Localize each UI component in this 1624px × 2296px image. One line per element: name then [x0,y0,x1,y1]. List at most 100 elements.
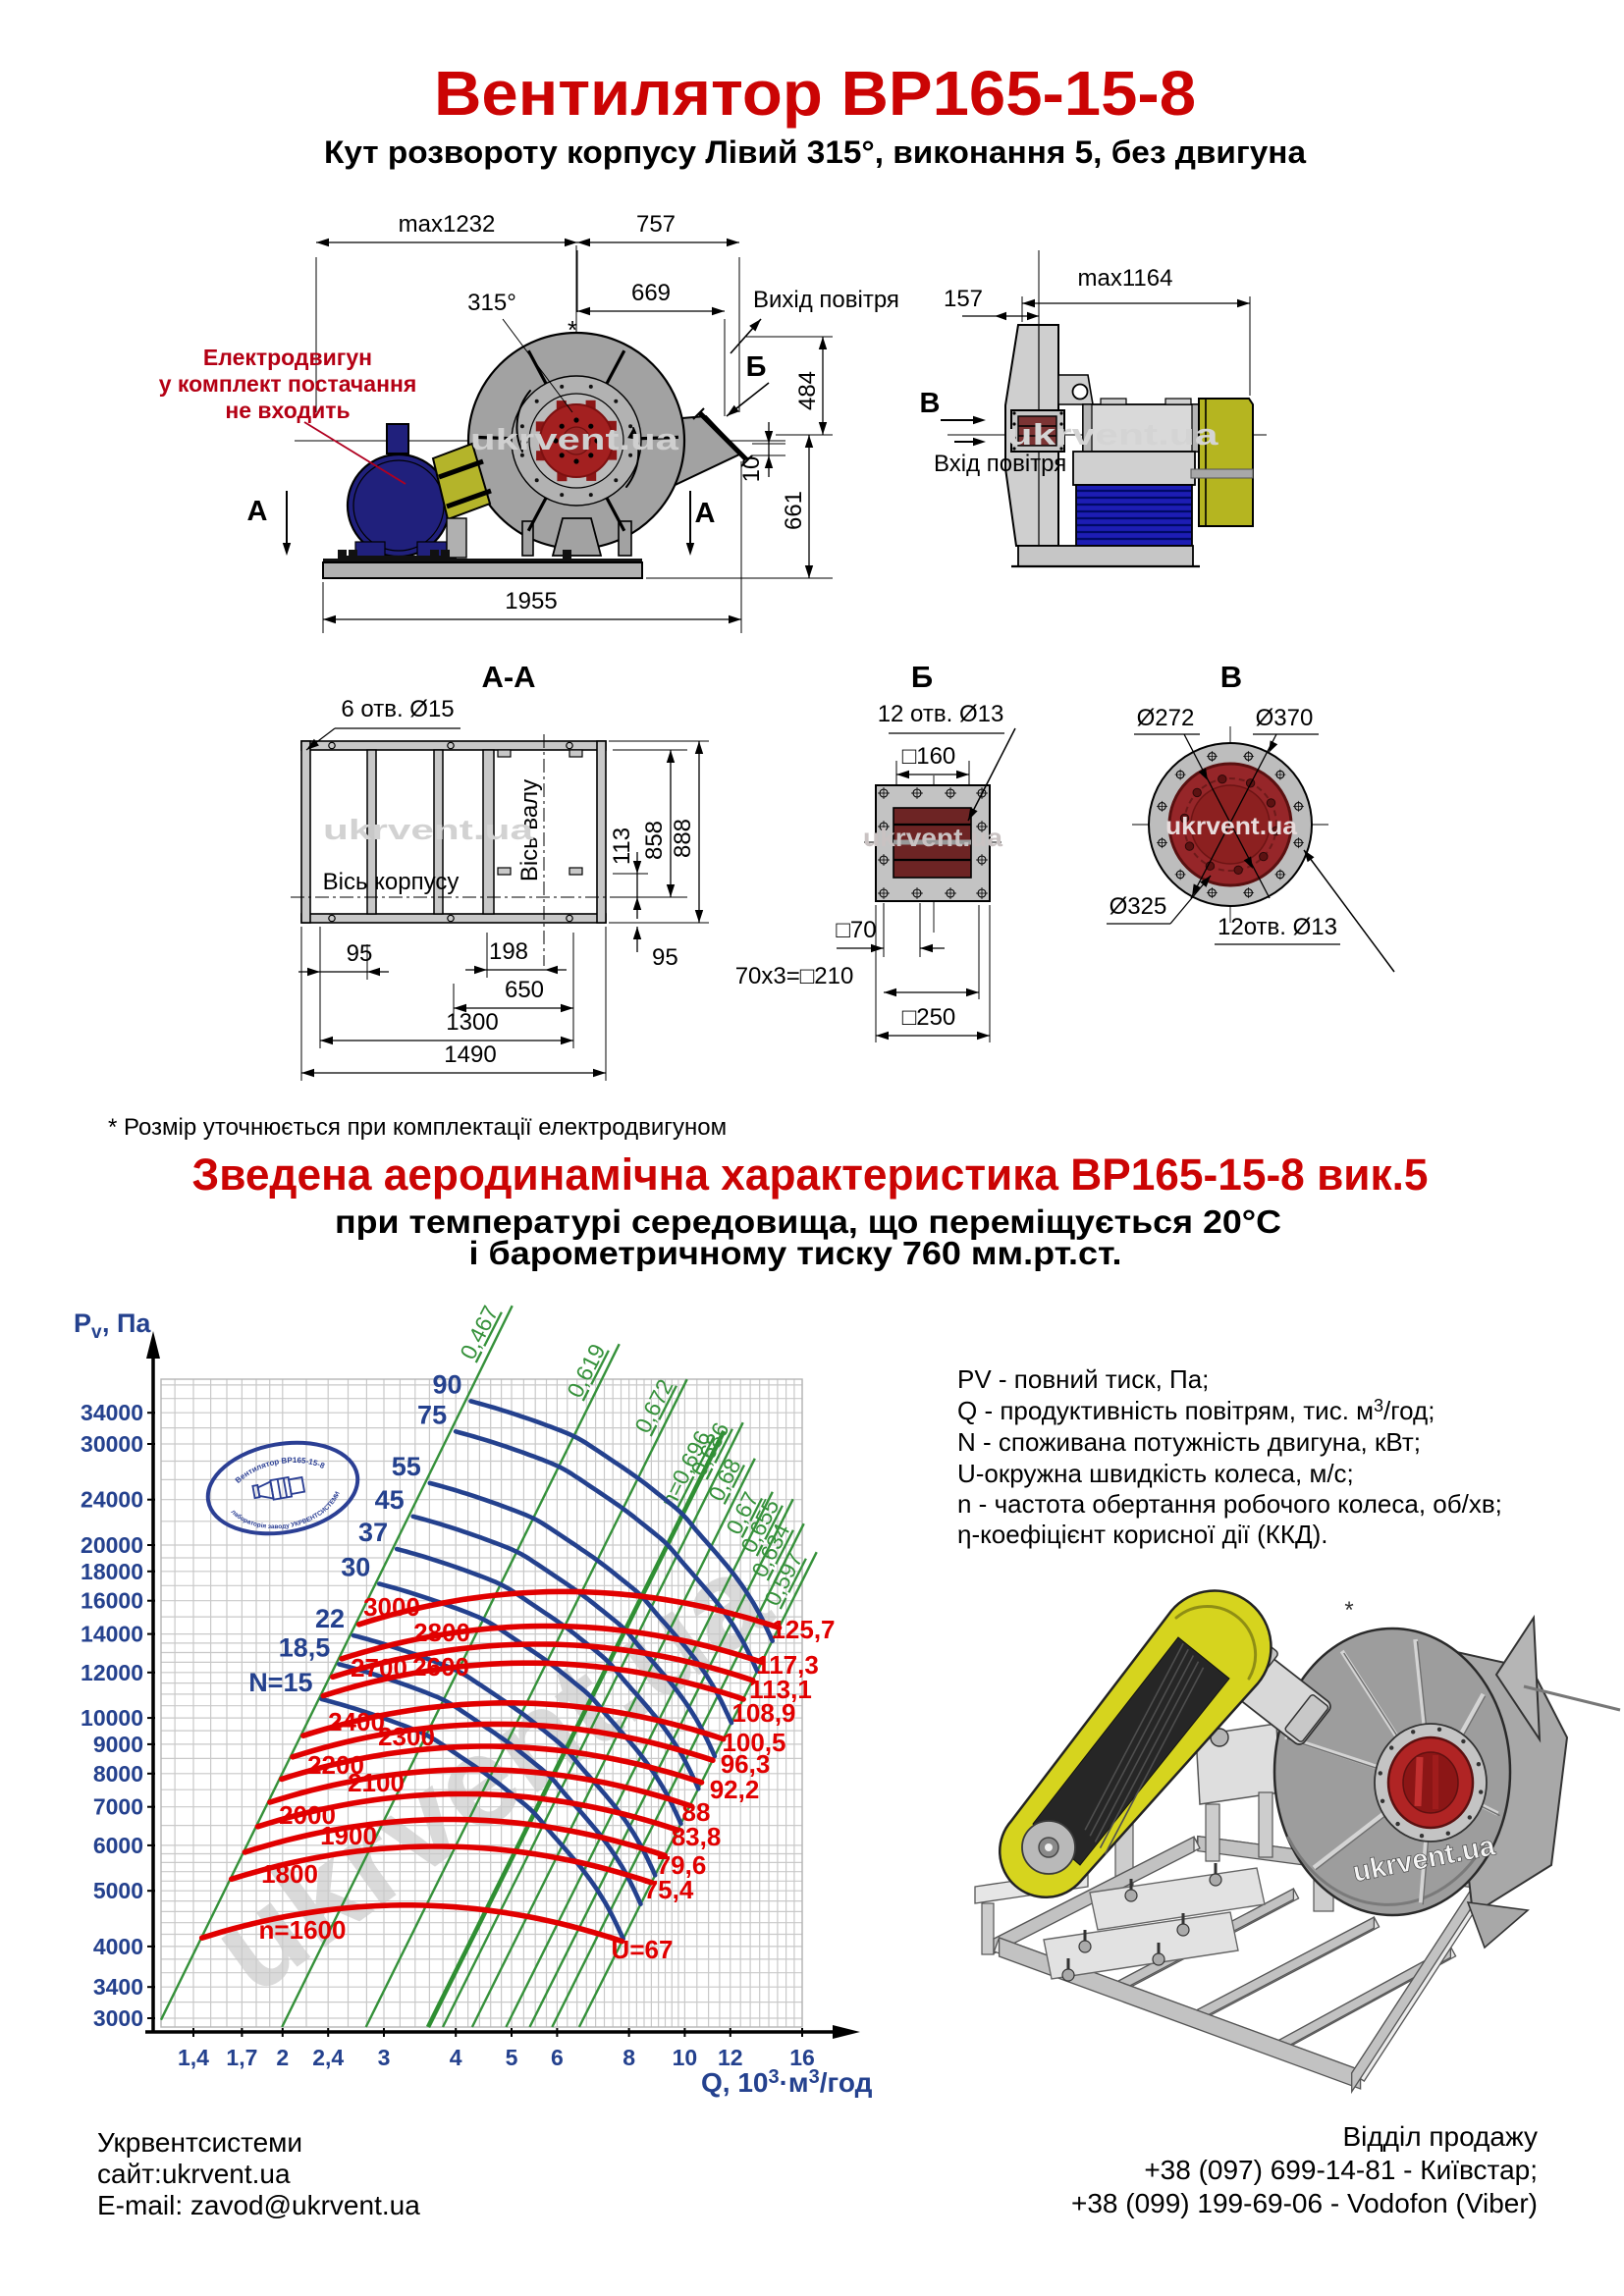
svg-text:і барометричному тиску 760 мм.: і барометричному тиску 760 мм.рт.ст. [469,1235,1122,1271]
svg-text:16: 16 [789,2045,815,2070]
svg-text:90: 90 [432,1369,461,1399]
svg-text:2600: 2600 [412,1652,469,1682]
svg-text:30000: 30000 [81,1431,143,1457]
svg-text:88: 88 [682,1797,711,1827]
svg-text:Вхід повітря: Вхід повітря [934,451,1066,477]
svg-text:max1164: max1164 [1078,265,1173,292]
svg-text:1,4: 1,4 [178,2045,209,2070]
svg-text:Електродвигун: Електродвигун [203,345,372,370]
svg-text:□250: □250 [902,1004,956,1031]
svg-text:ukrvent.ua: ukrvent.ua [863,823,1003,852]
svg-text:E-mail: zavod@ukrvent.ua: E-mail: zavod@ukrvent.ua [97,2190,420,2220]
svg-text:ukrvent.ua: ukrvent.ua [1007,417,1219,452]
svg-text:2100: 2100 [348,1768,405,1797]
svg-text:100,5: 100,5 [722,1728,785,1757]
svg-text:Кут розвороту корпусу Лівий 31: Кут розвороту корпусу Лівий 315°, викона… [324,134,1306,170]
svg-text:n - частота обертання робочого: n - частота обертання робочого колеса, о… [957,1489,1502,1519]
svg-text:Вісь корпусу: Вісь корпусу [323,869,460,895]
svg-text:v: v [91,1322,102,1343]
svg-text:10000: 10000 [81,1705,143,1731]
svg-text:не входить: не входить [225,398,350,423]
svg-text:А: А [695,498,716,529]
svg-text:2800: 2800 [413,1618,470,1647]
svg-text:Ø370: Ø370 [1256,705,1314,731]
svg-text:3000: 3000 [93,2005,143,2031]
svg-text:Q, 103·м3/год: Q, 103·м3/год [701,2066,873,2098]
svg-text:858: 858 [641,821,668,860]
svg-text:, Па: , Па [102,1308,151,1338]
svg-text:5000: 5000 [93,1878,143,1903]
svg-text:3: 3 [378,2045,391,2070]
svg-text:18,5: 18,5 [279,1632,331,1662]
svg-text:12отв. Ø13: 12отв. Ø13 [1218,914,1337,940]
svg-text:117,3: 117,3 [756,1650,819,1680]
svg-text:2,4: 2,4 [312,2045,344,2070]
svg-text:ukrvent.ua: ukrvent.ua [323,815,534,846]
svg-text:Вихід повітря: Вихід повітря [753,287,899,313]
svg-text:12: 12 [718,2045,743,2070]
svg-text:2400: 2400 [328,1707,385,1736]
svg-text:Відділ продажу: Відділ продажу [1342,2121,1538,2152]
svg-text:сайт:ukrvent.ua: сайт:ukrvent.ua [97,2159,291,2189]
svg-text:6000: 6000 [93,1833,143,1858]
svg-text:661: 661 [781,491,807,530]
svg-text:888: 888 [670,819,696,858]
svg-text:А-А: А-А [481,660,535,694]
svg-text:650: 650 [505,977,544,1003]
svg-text:5: 5 [506,2045,518,2070]
svg-text:10: 10 [673,2045,698,2070]
svg-text:12000: 12000 [81,1660,143,1685]
svg-text:+38 (097) 699-14-81 - Київстар: +38 (097) 699-14-81 - Київстар; [1144,2155,1538,2185]
svg-text:N - споживана потужність двигу: N - споживана потужність двигуна, кВт; [957,1427,1421,1457]
svg-text:N=15: N=15 [248,1668,312,1697]
svg-text:А: А [247,496,268,527]
svg-text:2700: 2700 [351,1653,407,1682]
svg-text:1300: 1300 [446,1009,498,1036]
svg-text:108,9: 108,9 [731,1698,795,1728]
svg-text:75: 75 [417,1400,447,1429]
svg-text:6: 6 [551,2045,564,2070]
svg-text:Вісь валу: Вісь валу [516,779,543,881]
svg-text:96,3: 96,3 [721,1749,771,1779]
svg-text:37: 37 [358,1518,388,1547]
svg-text:16000: 16000 [81,1588,143,1614]
svg-text:95: 95 [652,944,678,971]
svg-text:315°: 315° [467,290,516,316]
svg-text:75,4: 75,4 [644,1875,694,1904]
svg-text:6 отв. Ø15: 6 отв. Ø15 [341,696,454,722]
svg-text:22: 22 [315,1604,345,1633]
svg-text:* Розмір уточнюється при компл: * Розмір уточнюється при комплектації ел… [108,1114,727,1141]
svg-text:Вентилятор ВР165-15-8: Вентилятор ВР165-15-8 [434,58,1196,129]
svg-text:95: 95 [347,940,373,967]
svg-text:2200: 2200 [307,1750,364,1780]
svg-text:18000: 18000 [81,1559,143,1584]
svg-text:79,6: 79,6 [657,1850,707,1880]
svg-text:113,1: 113,1 [749,1675,812,1704]
svg-text:2000: 2000 [279,1800,336,1830]
svg-text:max1232: max1232 [399,211,496,238]
svg-text:2300: 2300 [378,1722,435,1751]
svg-text:при температурі середовища, що: при температурі середовища, що переміщує… [335,1203,1281,1240]
svg-text:24000: 24000 [81,1487,143,1513]
svg-text:8000: 8000 [93,1761,143,1787]
svg-text:3400: 3400 [93,1974,143,2000]
svg-text:70х3=□210: 70х3=□210 [735,963,854,989]
svg-text:Укрвентсистеми: Укрвентсистеми [97,2127,302,2158]
svg-text:669: 669 [631,280,671,306]
svg-text:1,7: 1,7 [226,2045,257,2070]
svg-text:1800: 1800 [261,1859,318,1889]
svg-text:U-окружна швидкість колеса, м/: U-окружна швидкість колеса, м/с; [957,1459,1354,1488]
svg-text:1900: 1900 [320,1821,377,1850]
svg-text:125,7: 125,7 [771,1615,835,1644]
svg-text:□70: □70 [836,917,876,943]
svg-text:1955: 1955 [505,588,557,614]
svg-text:34000: 34000 [81,1400,143,1425]
svg-text:83,8: 83,8 [672,1822,722,1851]
svg-text:U=67: U=67 [612,1935,674,1964]
svg-text:Ø272: Ø272 [1137,705,1195,731]
svg-text:*: * [1344,1597,1353,1624]
svg-text:113: 113 [609,828,635,865]
svg-text:8: 8 [623,2045,635,2070]
svg-text:□160: □160 [902,743,956,770]
svg-text:у комплект постачання: у комплект постачання [159,371,417,397]
